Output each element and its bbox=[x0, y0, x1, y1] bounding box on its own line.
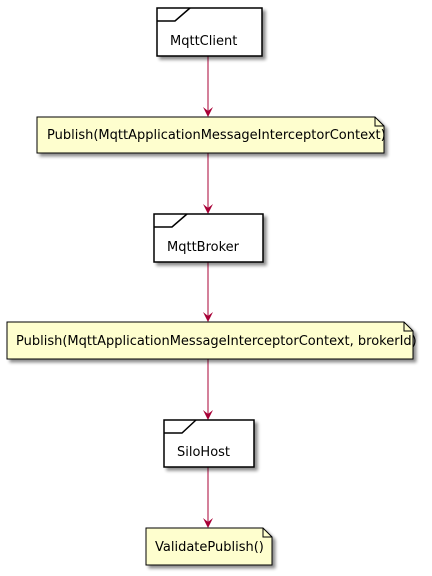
note-publish-broker-node: Publish(MqttApplicationMessageIntercepto… bbox=[6, 321, 417, 360]
silo-host-node: SiloHost bbox=[163, 419, 255, 468]
note-publish-broker-label: Publish(MqttApplicationMessageIntercepto… bbox=[16, 334, 417, 349]
mqtt-broker-tab-icon bbox=[154, 213, 188, 228]
mqtt-broker-label: MqttBroker bbox=[167, 240, 240, 255]
note-publish-node: Publish(MqttApplicationMessageIntercepto… bbox=[36, 116, 386, 154]
note-validate-node: ValidatePublish() bbox=[145, 527, 273, 566]
mqtt-client-frame bbox=[156, 7, 263, 57]
mqtt-client-label: MqttClient bbox=[170, 34, 237, 49]
note-validate-label: ValidatePublish() bbox=[155, 540, 264, 555]
mqtt-client-tab-icon bbox=[157, 7, 191, 22]
note-publish-shape bbox=[36, 116, 385, 154]
silo-host-label: SiloHost bbox=[177, 445, 230, 460]
note-publish-broker-shape bbox=[6, 321, 414, 360]
note-validate-shape bbox=[145, 527, 273, 566]
note-publish-fold-icon bbox=[374, 117, 384, 127]
note-publish-label: Publish(MqttApplicationMessageIntercepto… bbox=[47, 128, 386, 143]
mqtt-client-node: MqttClient bbox=[156, 7, 263, 57]
mqtt-broker-node: MqttBroker bbox=[153, 213, 264, 263]
note-publish-broker-fold-icon bbox=[403, 322, 413, 332]
silo-host-tab-icon bbox=[164, 419, 197, 434]
silo-host-frame bbox=[163, 419, 255, 468]
note-validate-fold-icon bbox=[262, 528, 272, 538]
mqtt-broker-frame bbox=[153, 213, 264, 263]
